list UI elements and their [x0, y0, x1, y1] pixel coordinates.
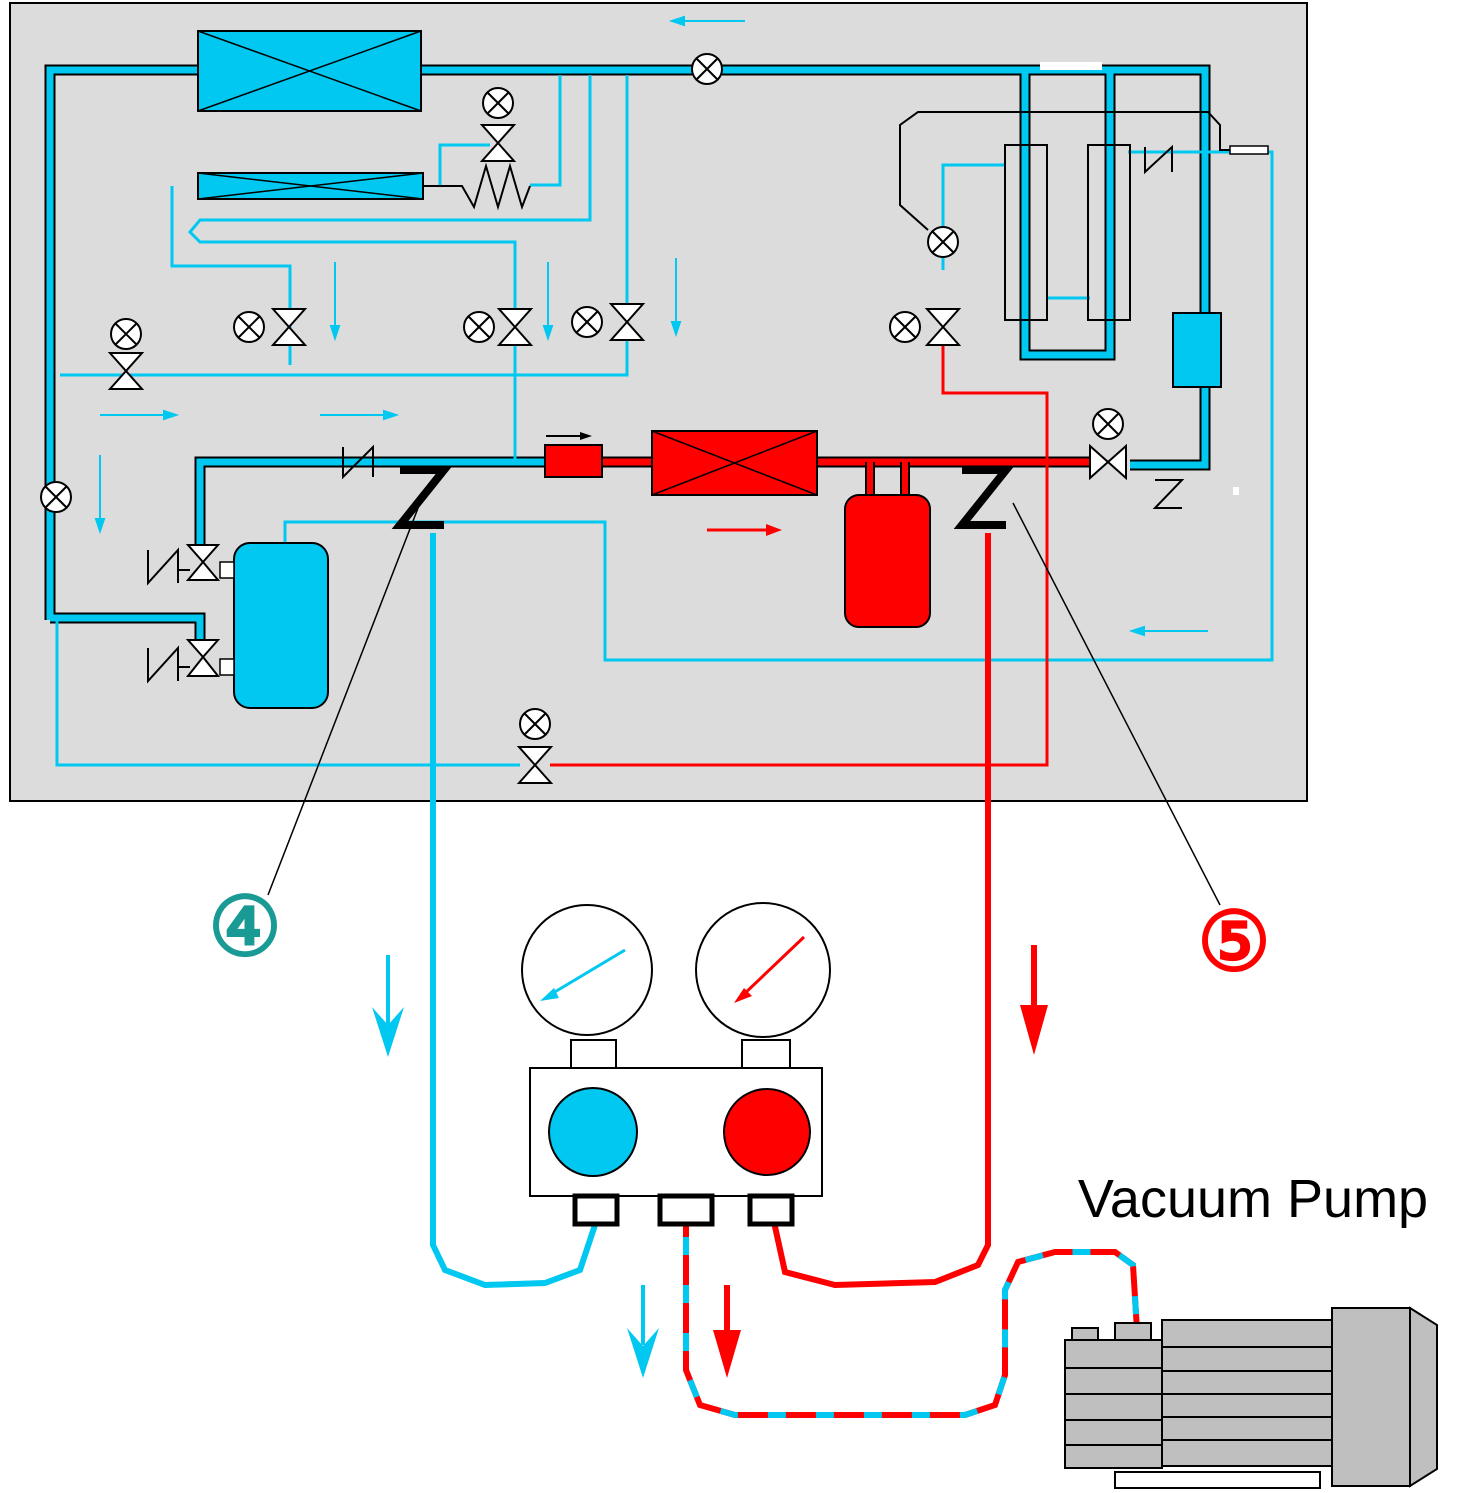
solenoid-valve-icon: [571, 306, 603, 338]
drain-plate: [1229, 145, 1269, 155]
bypass-line: [899, 111, 1265, 231]
big-flow-arrows: [372, 945, 1048, 1378]
callout-5-line: [1012, 502, 1221, 906]
condenser-coil: [197, 30, 422, 112]
high-side-knob: [723, 1088, 811, 1176]
solenoid-valve-icon: [110, 318, 142, 350]
solenoid-valve-icon: [40, 481, 72, 513]
main-solenoid-valve-icon: [691, 53, 723, 85]
low-pressure-gauge: [521, 904, 653, 1036]
solenoid-valve-icon: [889, 311, 921, 343]
low-side-service-valve-icon: [391, 466, 453, 529]
high-pressure-gauge: [695, 902, 831, 1038]
check-valve-icon: [147, 144, 1173, 684]
vacuum-hose: [683, 1225, 1140, 1418]
sight-glass: [1172, 312, 1222, 388]
check-valve-icon: [1152, 479, 1185, 509]
high-gauge-needle: [740, 935, 806, 998]
high-pressure-receiver-tank: [844, 494, 931, 628]
high-side-hose: [769, 533, 991, 1289]
accumulator-valve-icon: [185, 544, 221, 581]
solenoid-valve-icon: [482, 87, 514, 119]
callout-4-line: [267, 502, 421, 896]
solenoid-valve-icon: [519, 708, 551, 740]
low-gauge-needle: [547, 948, 626, 998]
small-heat-exchanger: [197, 172, 424, 200]
low-side-port: [572, 1193, 620, 1227]
capillary-heater-coil: [423, 162, 531, 211]
solenoid-valve-icon: [1092, 408, 1124, 440]
accumulator-tank: [233, 542, 329, 709]
low-side-knob: [548, 1087, 638, 1177]
callout-5-label: ⑤: [1197, 897, 1271, 988]
evaporator-columns: [1004, 62, 1131, 321]
vacuum-pump-label: Vacuum Pump: [1078, 1169, 1428, 1229]
thin-low-pressure-pipes: [55, 75, 1274, 767]
solenoid-valve-icon: [927, 226, 959, 258]
valve-port: [219, 561, 235, 579]
callout-4-label: ④: [208, 882, 282, 973]
solenoid-valve-icon: [463, 311, 495, 343]
flow-arrows: [94, 15, 1208, 637]
valve-port: [219, 658, 235, 676]
high-gauge-stem: [741, 1039, 791, 1071]
low-side-hose: [430, 533, 598, 1289]
high-side-port: [747, 1193, 795, 1227]
solenoid-valve-icon: [233, 311, 265, 343]
flow-arrows-high: [546, 432, 782, 536]
main-low-pressure-pipes: [44, 64, 1211, 645]
high-side-service-valve-icon: [953, 466, 1015, 529]
vacuum-pump-icon: [1064, 1306, 1438, 1489]
filter-drier: [544, 444, 603, 478]
compressor-heat-exchanger: [651, 430, 818, 496]
marker-dot: [1233, 487, 1239, 495]
center-port: [657, 1193, 715, 1227]
low-gauge-stem: [570, 1039, 617, 1071]
manifold-gauge-set: [521, 902, 831, 1227]
accumulator-valve-icon: [185, 639, 221, 677]
